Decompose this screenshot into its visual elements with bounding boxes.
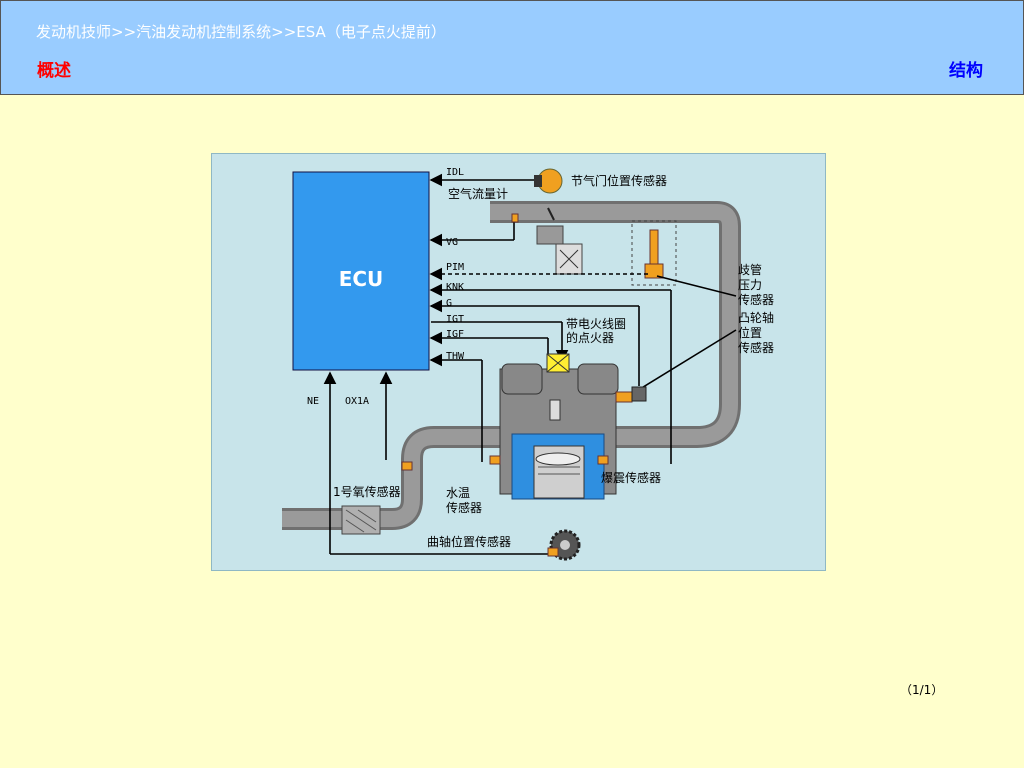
knock-sensor (597, 455, 609, 465)
label-manifold-pressure-3: 传感器 (738, 292, 774, 307)
engine-block (499, 363, 619, 500)
label-manifold-pressure-2: 压力 (738, 278, 762, 292)
signal-thw: THW (446, 351, 465, 362)
signal-pim: PIM (446, 262, 464, 273)
tab-overview[interactable]: 概述 (37, 61, 71, 81)
label-water-temp-2: 传感器 (446, 500, 482, 515)
label-igniter-1: 带电火线圈 (566, 317, 626, 331)
header-bar: 发动机技师>>汽油发动机控制系统>>ESA（电子点火提前） 概述 结构 (0, 0, 1024, 95)
label-igniter-2: 的点火器 (566, 330, 614, 345)
crank-position-sensor (547, 547, 559, 557)
water-temp-sensor (489, 455, 501, 465)
exhaust-pipe (282, 426, 502, 530)
signal-ne: NE (307, 396, 319, 407)
label-cam-position-3: 传感器 (738, 340, 774, 355)
label-air-flow-meter: 空气流量计 (448, 186, 508, 201)
label-manifold-pressure-1: 歧管 (738, 262, 762, 277)
signal-igt: IGT (446, 314, 464, 325)
intake-manifold (490, 201, 741, 448)
breadcrumb[interactable]: 发动机技师>>汽油发动机控制系统>>ESA（电子点火提前） (36, 23, 446, 41)
page-indicator: （1/1） (900, 683, 944, 697)
signal-vg: VG (446, 237, 458, 248)
signal-wires (323, 173, 737, 555)
signal-igf: IGF (446, 329, 464, 340)
label-oxygen-sensor: 1号氧传感器 (333, 484, 401, 499)
label-throttle-sensor: 节气门位置传感器 (571, 173, 667, 188)
label-crank-position: 曲轴位置传感器 (427, 534, 511, 549)
throttle-body (536, 207, 583, 275)
label-knock-sensor: 爆震传感器 (601, 470, 661, 485)
signal-g: G (446, 298, 452, 309)
esa-system-diagram: ECU IDL VG PIM KNK G IGT IGF THW NE (211, 153, 826, 571)
signal-knk: KNK (446, 282, 464, 293)
label-water-temp-1: 水温 (446, 486, 470, 500)
signal-ox1a: OX1A (345, 396, 369, 407)
manifold-pressure-sensor (649, 229, 659, 265)
oxygen-sensor (401, 461, 413, 471)
tab-structure[interactable]: 结构 (949, 61, 983, 81)
label-cam-position-1: 凸轮轴 (738, 310, 774, 325)
air-flow-meter-sensor (511, 213, 519, 223)
ecu-label: ECU (339, 267, 384, 291)
ecu-box (292, 171, 430, 371)
signal-idl: IDL (446, 167, 464, 178)
catalytic-converter (341, 505, 381, 535)
label-cam-position-2: 位置 (738, 325, 762, 340)
cam-position-sensor (615, 391, 633, 403)
